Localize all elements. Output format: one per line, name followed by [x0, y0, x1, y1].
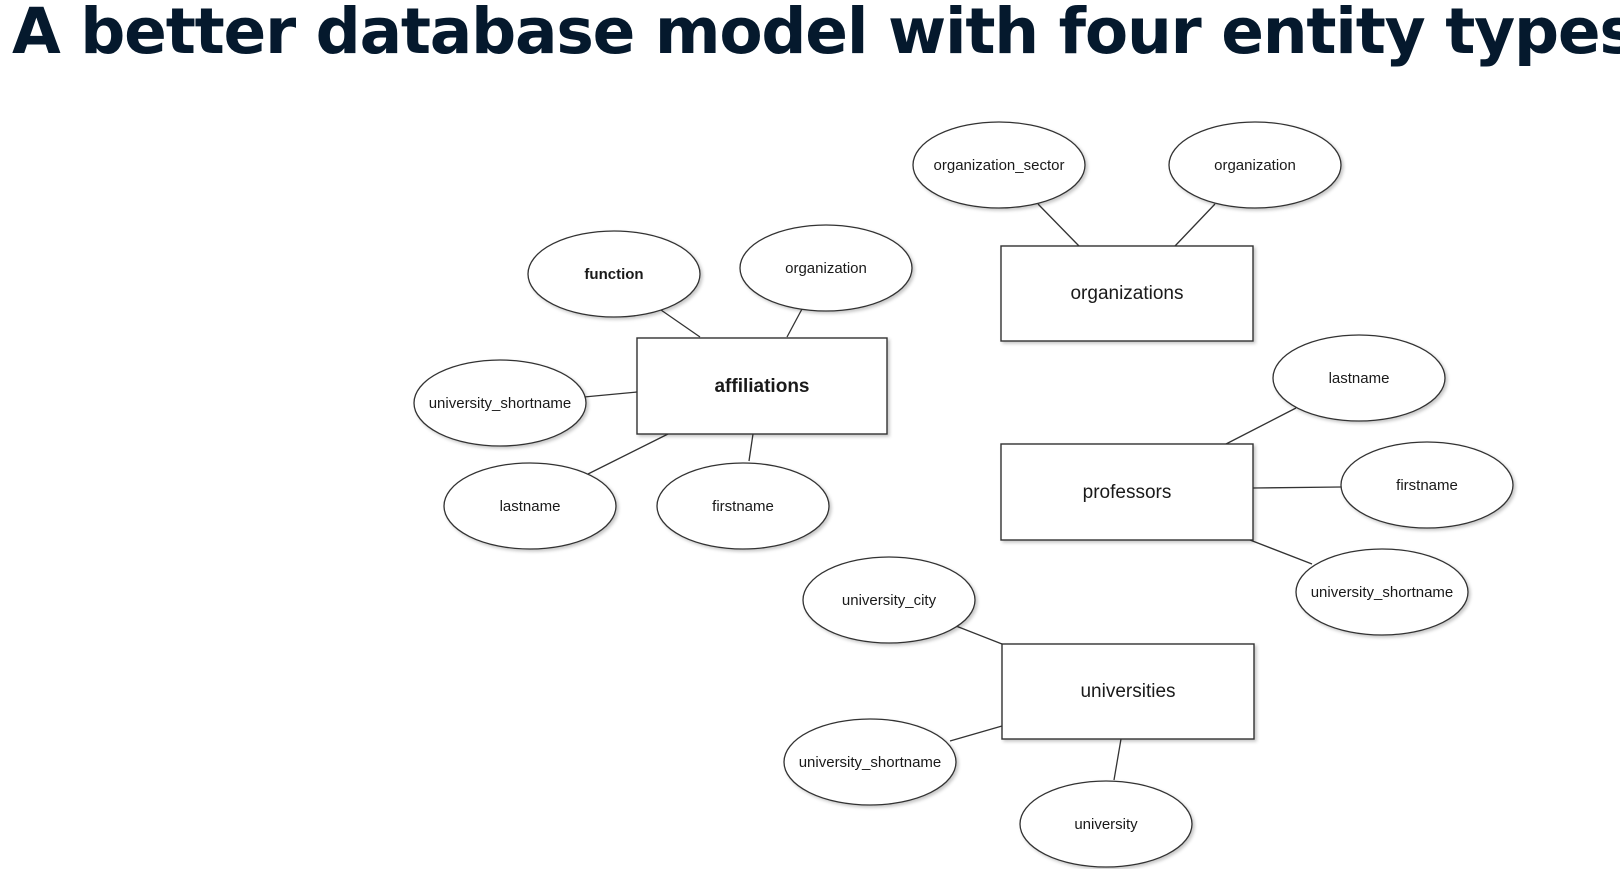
entity-universities-group: universities university_city university_… [783, 556, 1255, 868]
connector-affiliations-firstname [748, 433, 754, 462]
attribute-label-organizations-organization: organization [1214, 157, 1296, 174]
attribute-ellipse-affiliations-firstname[interactable] [656, 462, 830, 550]
connector-professors-university-shortname [1249, 539, 1313, 565]
attribute-ellipse-professors-university-shortname[interactable] [1295, 548, 1469, 636]
attribute-ellipse-professors-lastname[interactable] [1272, 334, 1446, 422]
entity-box-universities[interactable] [1001, 643, 1255, 740]
slide-title: A better database model with four entity… [12, 0, 1620, 68]
connector-organizations-organization [1174, 203, 1216, 247]
connector-universities-university-shortname [949, 725, 1003, 742]
attribute-ellipse-affiliations-organization[interactable] [739, 224, 913, 312]
attribute-label-affiliations-university-shortname: university_shortname [429, 395, 572, 412]
entity-label-affiliations: affiliations [714, 376, 809, 397]
attribute-ellipse-university[interactable] [1019, 780, 1193, 868]
attribute-label-affiliations-firstname: firstname [712, 498, 774, 515]
attribute-label-universities-university-shortname: university_shortname [799, 754, 942, 771]
attribute-label-affiliations-organization: organization [785, 260, 867, 277]
entity-organizations-group: organizations organization_sector organi… [912, 121, 1342, 342]
entity-box-organizations[interactable] [1000, 245, 1254, 342]
attribute-label-university-city: university_city [842, 592, 937, 609]
attribute-label-affiliations-lastname: lastname [500, 498, 561, 515]
connector-professors-lastname [1225, 407, 1297, 445]
entity-label-organizations: organizations [1070, 283, 1183, 304]
attribute-label-university: university [1074, 816, 1138, 833]
entity-label-professors: professors [1083, 482, 1172, 503]
attribute-ellipse-organization-sector[interactable] [912, 121, 1086, 209]
connector-affiliations-function [660, 309, 701, 338]
connector-affiliations-university-shortname [583, 391, 638, 398]
attribute-ellipse-universities-university-shortname[interactable] [783, 718, 957, 806]
connector-affiliations-organization [786, 308, 803, 338]
connector-universities-university [1113, 738, 1122, 781]
entity-affiliations-group: affiliations function organization unive… [413, 224, 913, 550]
attribute-ellipse-affiliations-lastname[interactable] [443, 462, 617, 550]
entity-professors-group: professors lastname firstname university… [1000, 334, 1514, 636]
attribute-ellipse-function[interactable] [527, 230, 701, 318]
entity-label-universities: universities [1080, 681, 1175, 702]
attribute-label-professors-firstname: firstname [1396, 477, 1458, 494]
connector-affiliations-lastname [587, 433, 669, 475]
attribute-ellipse-organizations-organization[interactable] [1168, 121, 1342, 209]
attribute-label-professors-lastname: lastname [1329, 370, 1390, 387]
attribute-ellipse-university-city[interactable] [802, 556, 976, 644]
attribute-ellipse-affiliations-university-shortname[interactable] [413, 359, 587, 447]
attribute-ellipse-professors-firstname[interactable] [1340, 441, 1514, 529]
entity-box-affiliations[interactable] [636, 337, 888, 435]
connector-professors-firstname [1252, 486, 1342, 489]
connector-universities-university-city [955, 625, 1003, 645]
attribute-label-function: function [584, 266, 643, 283]
entity-box-professors[interactable] [1000, 443, 1254, 541]
attribute-label-professors-university-shortname: university_shortname [1311, 584, 1454, 601]
attribute-label-organization-sector: organization_sector [934, 157, 1065, 174]
connector-organizations-organization-sector [1037, 203, 1080, 247]
